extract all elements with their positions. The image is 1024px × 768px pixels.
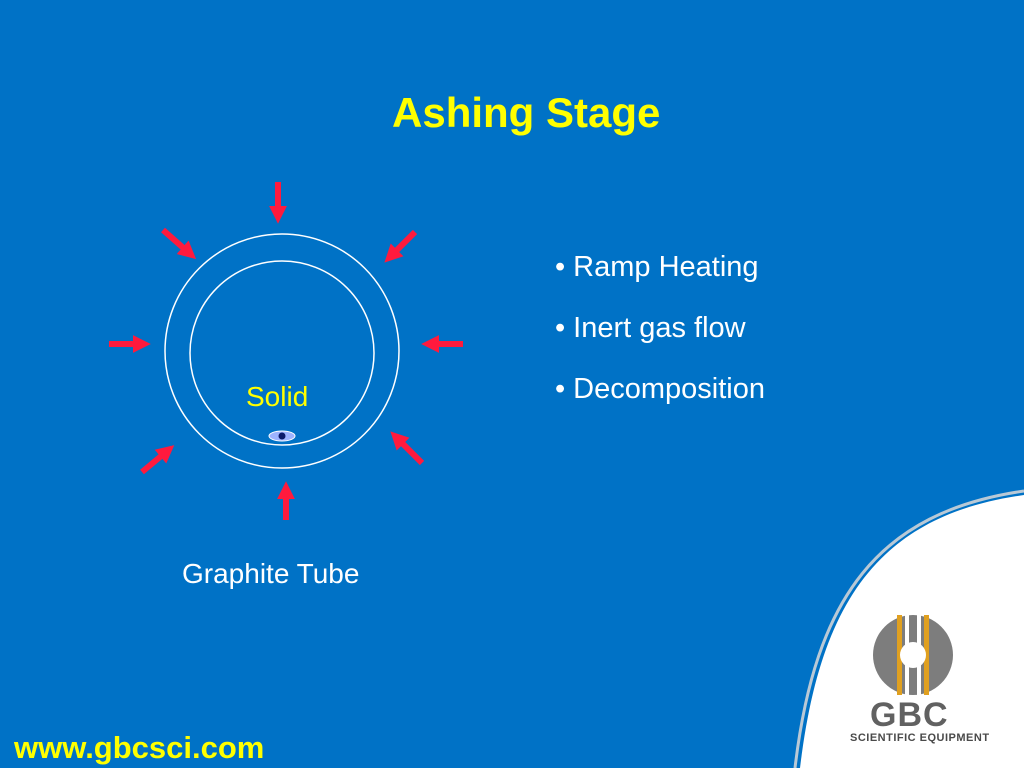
gbc-logo-icon xyxy=(873,615,953,695)
logo-tagline: SCIENTIFIC EQUIPMENT xyxy=(850,732,990,744)
graphite-tube-label: Graphite Tube xyxy=(182,558,360,589)
bullet-dot-icon: • xyxy=(555,373,566,405)
arrow-bottom-left-icon xyxy=(140,445,175,475)
sample-label: Solid xyxy=(246,381,309,412)
website-link[interactable]: www.gbcsci.com xyxy=(14,730,265,765)
tube-inner-wall xyxy=(189,260,375,446)
arrow-top-left-icon xyxy=(161,227,197,260)
arrow-bottom-right-icon xyxy=(390,431,425,466)
tube-outer-wall xyxy=(164,233,400,469)
bullet-text: Ramp Heating xyxy=(573,251,759,283)
bullet-item: •Ramp Heating xyxy=(555,250,765,311)
bullet-dot-icon: • xyxy=(555,312,566,344)
bullet-item: •Inert gas flow xyxy=(555,311,765,372)
bullet-text: Inert gas flow xyxy=(573,312,746,344)
sample-droplet-icon xyxy=(268,430,296,442)
bullet-text: Decomposition xyxy=(573,373,765,405)
logo-name: GBC xyxy=(870,696,949,734)
arrow-top-right-icon xyxy=(384,229,418,263)
heat-arrows xyxy=(109,182,463,520)
bullet-item: •Decomposition xyxy=(555,372,765,433)
bullet-list: •Ramp Heating •Inert gas flow •Decomposi… xyxy=(555,250,765,433)
slide-title: Ashing Stage xyxy=(392,89,661,136)
bullet-dot-icon: • xyxy=(555,251,566,283)
